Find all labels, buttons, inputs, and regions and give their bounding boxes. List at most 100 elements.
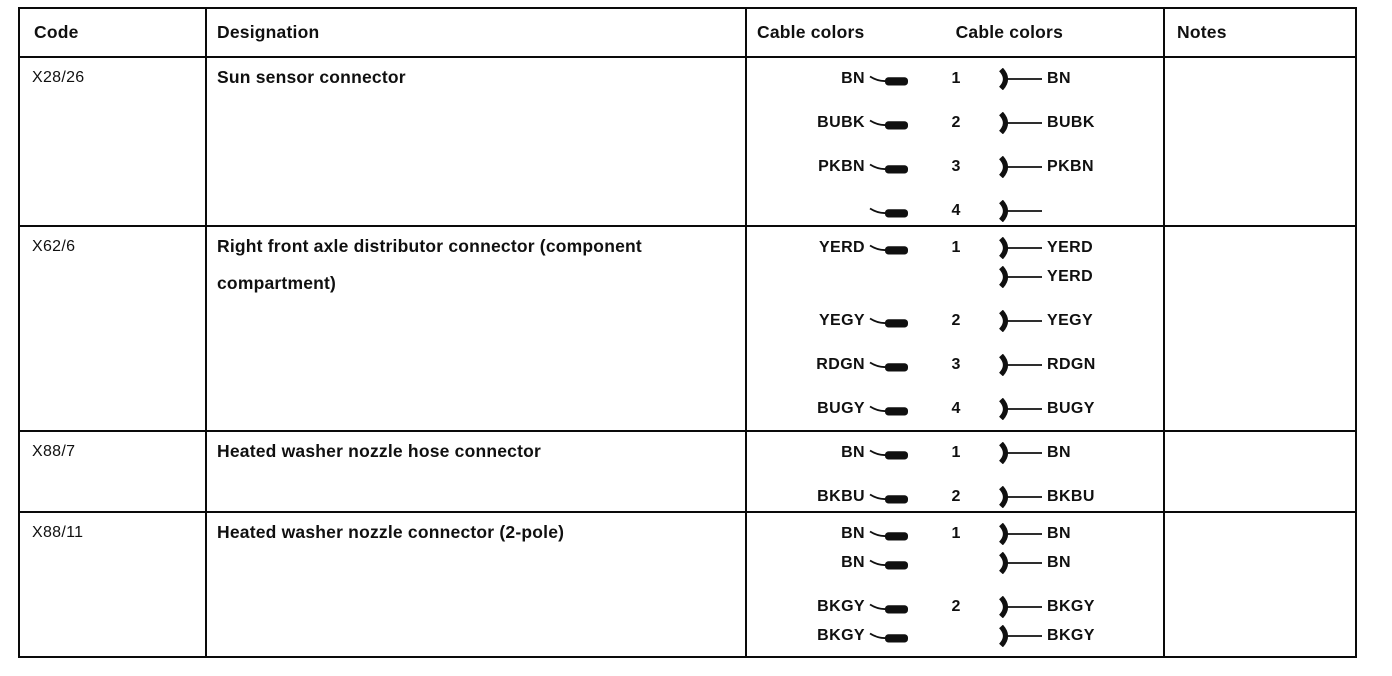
pin-line: BN 1 BN — [747, 438, 1163, 467]
pin-line: BN BN — [747, 548, 1163, 577]
pin-number: 2 — [951, 487, 961, 505]
socket-contact-icon — [999, 199, 1042, 222]
cable-color-right-label: BUBK — [1047, 113, 1095, 131]
pin-group: YEGY 2 YEGY — [747, 306, 1163, 335]
designation-cell: Right front axle distributor connector (… — [207, 227, 747, 430]
header-code: Code — [20, 9, 207, 56]
connector-designation: Heated washer nozzle connector (2-pole) — [217, 522, 565, 542]
connector-designation: Right front axle distributor connector (… — [217, 236, 642, 293]
pin-line: 4 — [747, 196, 1163, 225]
pin-number: 1 — [951, 238, 961, 256]
cable-color-left-label: PKBN — [818, 157, 865, 175]
cable-color-right-label: YERD — [1047, 267, 1094, 285]
pin-number: 2 — [951, 311, 961, 329]
pin-number: 2 — [951, 113, 961, 131]
socket-contact-icon — [999, 155, 1042, 178]
cable-color-right-label: PKBN — [1047, 157, 1094, 175]
connector-code: X88/7 — [32, 443, 76, 460]
notes-cell — [1165, 513, 1355, 656]
wire-terminal-icon — [869, 530, 908, 540]
cable-colors-cell: YERD 1 YERD YERD YEGY 2 YEGY RDGN 3 RDGN BU… — [747, 227, 1165, 430]
cable-color-left-label: BUBK — [817, 113, 865, 131]
connector-code: X88/11 — [32, 524, 84, 541]
pin-group: 4 — [747, 196, 1163, 225]
cable-color-left-label: RDGN — [816, 355, 865, 373]
table-row: X88/7 Heated washer nozzle hose connecto… — [20, 432, 1355, 513]
pin-line: BUGY 4 BUGY — [747, 394, 1163, 423]
socket-contact-icon — [999, 397, 1042, 420]
wire-terminal-icon — [869, 119, 908, 129]
cable-color-right-label: BN — [1047, 553, 1071, 571]
cable-color-right-label: YEGY — [1047, 311, 1094, 329]
pin-group: BN 1 BN — [747, 64, 1163, 93]
cable-color-right-label: BKGY — [1047, 597, 1095, 615]
pin-line: BN 1 BN — [747, 519, 1163, 548]
designation-cell: Heated washer nozzle hose connector — [207, 432, 747, 511]
pin-group: YERD 1 YERD YERD — [747, 233, 1163, 291]
connector-pin-assignment-table: Code Designation Cable colors Cable colo… — [18, 7, 1357, 658]
wire-terminal-icon — [869, 317, 908, 327]
header-cable-colors-left: Cable colors — [757, 22, 865, 42]
pin-group: BUGY 4 BUGY — [747, 394, 1163, 423]
pin-line: YERD 1 YERD — [747, 233, 1163, 262]
pin-group: BKBU 2 BKBU — [747, 482, 1163, 511]
socket-contact-icon — [999, 111, 1042, 134]
cable-color-right-label: BKGY — [1047, 626, 1095, 644]
pin-number: 1 — [951, 69, 961, 87]
socket-contact-icon — [999, 441, 1042, 464]
socket-contact-icon — [999, 67, 1042, 90]
socket-contact-icon — [999, 522, 1042, 545]
wire-terminal-icon — [869, 449, 908, 459]
header-cable-colors-right: Cable colors — [955, 22, 1063, 42]
pin-line: BKBU 2 BKBU — [747, 482, 1163, 511]
cable-colors-cell: BN 1 BN BUBK 2 BUBK PKBN 3 PKBN 4 — [747, 58, 1165, 225]
cable-color-left-label: BN — [841, 69, 865, 87]
cable-color-right-label: BUGY — [1047, 399, 1095, 417]
cable-color-left-label: BKBU — [817, 487, 865, 505]
designation-cell: Sun sensor connector — [207, 58, 747, 225]
cable-color-right-label: BN — [1047, 69, 1071, 87]
pin-number: 1 — [951, 524, 961, 542]
pin-group: RDGN 3 RDGN — [747, 350, 1163, 379]
pin-group: BN 1 BN — [747, 438, 1163, 467]
notes-cell — [1165, 227, 1355, 430]
cable-color-left-label: YEGY — [818, 311, 865, 329]
wire-terminal-icon — [869, 603, 908, 613]
cable-color-left-label: BN — [841, 553, 865, 571]
wire-terminal-icon — [869, 493, 908, 503]
pin-line: YEGY 2 YEGY — [747, 306, 1163, 335]
pin-group: BUBK 2 BUBK — [747, 108, 1163, 137]
cable-color-right-label: BN — [1047, 524, 1071, 542]
connector-designation: Sun sensor connector — [217, 67, 406, 87]
socket-contact-icon — [999, 236, 1042, 259]
notes-cell — [1165, 432, 1355, 511]
pin-number: 2 — [951, 597, 961, 615]
pin-line: RDGN 3 RDGN — [747, 350, 1163, 379]
header-cable-colors: Cable colors Cable colors — [747, 9, 1165, 56]
code-cell: X88/11 — [20, 513, 207, 656]
connector-code: X62/6 — [32, 238, 76, 255]
socket-contact-icon — [999, 485, 1042, 508]
table-header-row: Code Designation Cable colors Cable colo… — [20, 9, 1355, 58]
cable-color-right-label: YERD — [1047, 238, 1094, 256]
wire-terminal-icon — [869, 405, 908, 415]
pin-group: PKBN 3 PKBN — [747, 152, 1163, 181]
connector-designation: Heated washer nozzle hose connector — [217, 441, 542, 461]
cable-color-left-label: BN — [841, 524, 865, 542]
socket-contact-icon — [999, 309, 1042, 332]
pin-number: 3 — [951, 355, 961, 373]
notes-cell — [1165, 58, 1355, 225]
table-row: X62/6 Right front axle distributor conne… — [20, 227, 1355, 432]
cable-color-left-label: BUGY — [817, 399, 865, 417]
pin-line: YERD — [747, 262, 1163, 291]
socket-contact-icon — [999, 551, 1042, 574]
header-designation: Designation — [207, 9, 747, 56]
pin-number: 4 — [951, 399, 961, 417]
code-cell: X62/6 — [20, 227, 207, 430]
wire-terminal-icon — [869, 207, 908, 217]
pin-line: BUBK 2 BUBK — [747, 108, 1163, 137]
